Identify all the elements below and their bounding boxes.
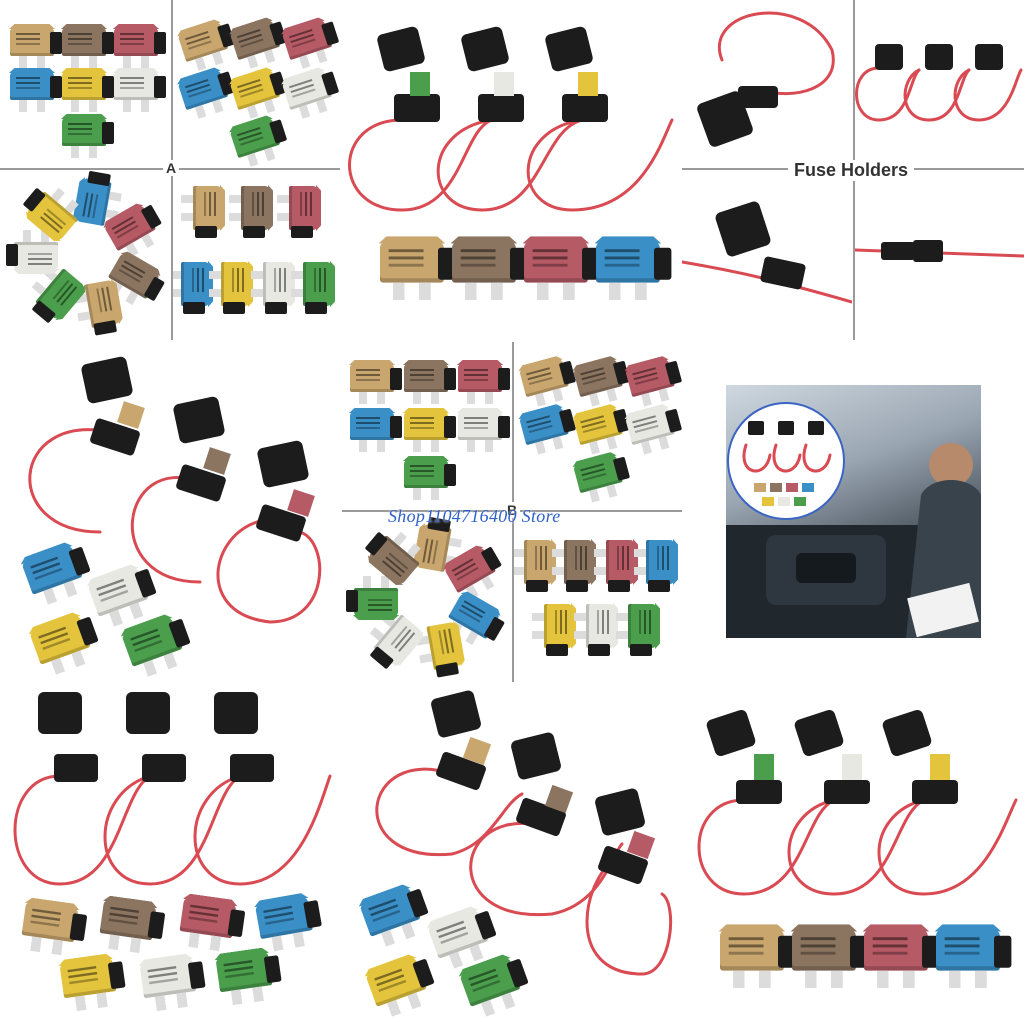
fuse-holders-label: Fuse Holders [788, 160, 915, 181]
fuse-tan [10, 28, 62, 68]
fuse-white [281, 69, 340, 111]
fuse-red [289, 186, 317, 238]
fuse-white [263, 262, 291, 314]
panel-b-grid-2 [514, 342, 682, 508]
fuse-red [281, 19, 340, 61]
fuse-tan [177, 21, 236, 63]
fuse-brown-large [792, 930, 868, 988]
panel-a-grid-3 [173, 170, 340, 340]
section-b-label: B [504, 502, 521, 518]
fuse-tan [350, 364, 402, 404]
fuse-green [229, 117, 288, 159]
fuse-yellow [62, 72, 114, 112]
panel-b-ring [342, 512, 510, 682]
fuse-red-large [864, 930, 940, 988]
holders-illustration [348, 26, 674, 212]
panel-a-ring [0, 170, 170, 340]
panel-a-grid-1 [0, 0, 170, 168]
fuse-white [6, 242, 58, 270]
fuse-brown-large [452, 242, 528, 301]
holders-diagonal [28, 356, 322, 624]
mechanic-photo [726, 385, 981, 638]
store-watermark: Shop1104716400 Store [388, 506, 561, 526]
panel-a-grid-2 [173, 0, 340, 168]
fuse-yellow [573, 406, 631, 446]
engine-bay-scene [726, 402, 981, 638]
fuse-white [458, 412, 510, 452]
fuse-tan [21, 901, 88, 943]
fuse-green [346, 588, 398, 616]
holder-inline [855, 240, 1024, 262]
panel-b-grid-3 [514, 512, 682, 682]
fuse-brown [404, 364, 456, 404]
fuse-blue [10, 72, 62, 112]
fuse-white [114, 72, 166, 112]
fuse-green [628, 604, 656, 656]
fuse-tan [84, 279, 120, 336]
panel-b-grid-1 [342, 342, 510, 508]
fuse-tan [193, 186, 221, 238]
fuse-blue-large [936, 930, 1012, 988]
fuse-blue [177, 69, 236, 111]
fuse-red [458, 364, 510, 404]
fuse-green [303, 262, 331, 314]
fuse-white [625, 406, 682, 446]
holder-triple-loop [855, 44, 1023, 122]
holder-straight-wire [682, 201, 852, 304]
holders-bottom-right [697, 710, 1018, 896]
panel-fh-1 [682, 0, 852, 166]
holder-single-loop [697, 11, 835, 147]
fuse-green [573, 454, 631, 494]
panel-holders-middle-left [0, 342, 340, 682]
fuse-yellow [426, 621, 462, 678]
fuse-blue [519, 406, 577, 446]
fuse-white [369, 614, 423, 670]
fuse-brown [573, 358, 631, 398]
fuse-blue [76, 170, 112, 227]
fuse-brown [564, 540, 592, 592]
fuse-yellow [221, 262, 249, 314]
fuse-blue [350, 412, 402, 452]
fuse-brown [241, 186, 269, 238]
fuse-tan-large [720, 930, 796, 988]
holders-bottom-left [13, 692, 332, 886]
fuse-tan [519, 358, 577, 398]
panel-fh-4 [855, 172, 1024, 340]
panel-holders-top-center [342, 0, 682, 340]
fuse-blue [181, 262, 209, 314]
fuse-white [586, 604, 614, 656]
fuse-blue-large [596, 242, 672, 301]
panel-fh-3 [682, 172, 852, 340]
fuse-blue [646, 540, 674, 592]
section-a-label: A [163, 160, 180, 176]
fuse-red [625, 358, 682, 398]
fuse-yellow [229, 69, 288, 111]
fuse-red [606, 540, 634, 592]
fuse-brown [62, 28, 114, 68]
fuse-red [114, 28, 166, 68]
panel-fh-2 [855, 0, 1024, 166]
fuse-green [404, 460, 456, 500]
fuse-red-large [524, 242, 600, 301]
fuse-tan [524, 540, 552, 592]
fuse-yellow [404, 412, 456, 452]
fuse-brown [229, 19, 288, 61]
fuse-brown [99, 899, 166, 941]
fuse-tan-large [380, 242, 456, 301]
fuse-green [62, 118, 114, 158]
fuse-red [179, 897, 246, 939]
holders-bottom-center [375, 690, 673, 976]
fuse-yellow [544, 604, 572, 656]
panel-holders-bottom-center [342, 684, 682, 1024]
panel-holders-bottom-right [684, 684, 1024, 1024]
panel-holders-bottom-left [0, 684, 340, 1024]
